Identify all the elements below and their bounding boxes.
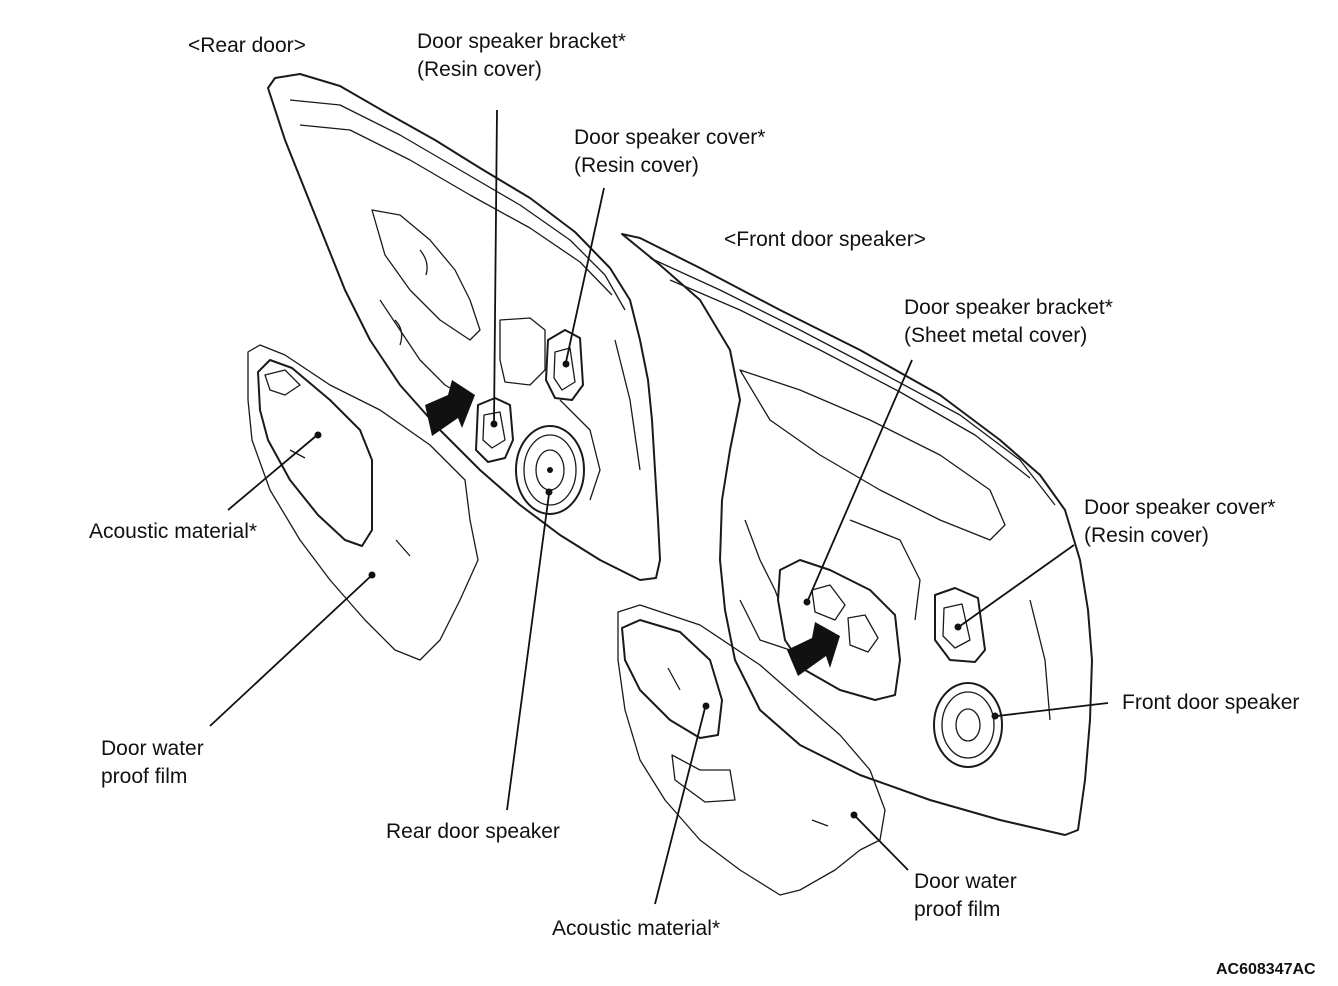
label-rear-film-line1: Door water: [101, 737, 204, 760]
rear-acoustic-material: [257, 359, 373, 547]
front-installation-arrow: [787, 622, 840, 676]
front-water-proof-film: [617, 604, 886, 896]
label-front-door-speaker: Front door speaker: [1122, 691, 1300, 714]
label-rear-bracket-line1: Door speaker bracket*: [417, 30, 626, 53]
label-front-acoustic-material: Acoustic material*: [552, 917, 721, 940]
rear-installation-arrow: [425, 380, 475, 436]
label-rear-cover-line1: Door speaker cover*: [574, 126, 766, 149]
label-front-door-speaker-title: <Front door speaker>: [724, 228, 926, 251]
label-front-bracket-line1: Door speaker bracket*: [904, 296, 1113, 319]
rear-water-proof-film: [247, 344, 479, 661]
label-rear-acoustic-material: Acoustic material*: [89, 520, 258, 543]
rear-speaker-bracket: [475, 397, 514, 463]
label-rear-bracket-line2: (Resin cover): [417, 58, 542, 81]
label-rear-door-speaker: Rear door speaker: [386, 820, 560, 843]
label-rear-film-line2: proof film: [101, 765, 188, 788]
label-rear-door: <Rear door>: [188, 34, 306, 57]
figure-code: AC608347AC: [1216, 961, 1316, 978]
leader-lines: [209, 109, 1109, 905]
label-front-film-line1: Door water: [914, 870, 1017, 893]
front-door-speaker: [933, 682, 1003, 768]
label-front-film-line2: proof film: [914, 898, 1001, 921]
label-front-bracket-line2: (Sheet metal cover): [904, 324, 1088, 347]
rear-door-speaker: [515, 425, 585, 515]
label-rear-cover-line2: (Resin cover): [574, 154, 699, 177]
label-front-cover-line1: Door speaker cover*: [1084, 496, 1276, 519]
front-acoustic-material: [621, 619, 723, 739]
label-front-cover-line2: (Resin cover): [1084, 524, 1209, 547]
